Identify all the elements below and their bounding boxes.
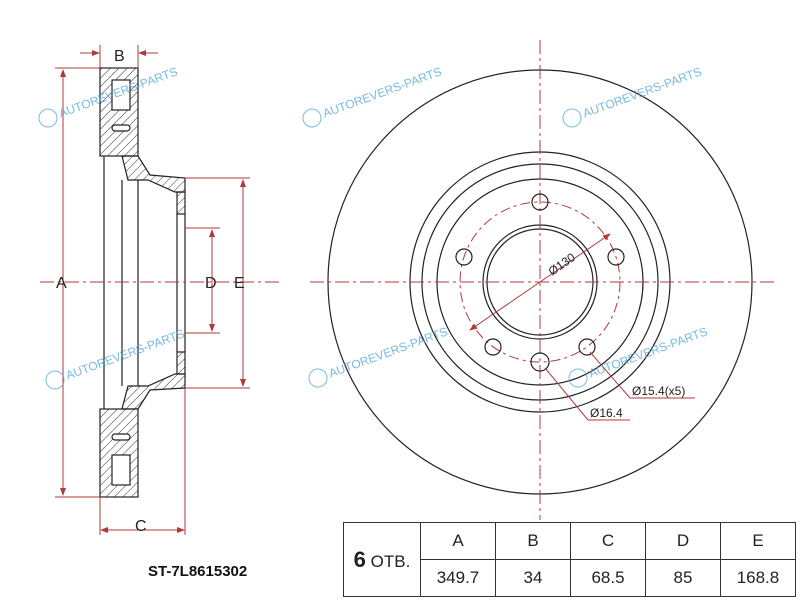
value-a: 349.7 xyxy=(420,559,496,597)
front-view xyxy=(310,40,775,520)
svg-text:AUTOREVERS-PARTS: AUTOREVERS-PARTS xyxy=(587,324,710,380)
dimensions-table: 6 ОТВ. A B C D E 349.7 34 68.5 85 168.8 xyxy=(343,522,796,597)
bolt-hole-label: Ø15.4(x5) xyxy=(632,384,685,398)
svg-text:AUTOREVERS-PARTS: AUTOREVERS-PARTS xyxy=(321,64,444,120)
dim-label-b: B xyxy=(114,48,125,65)
dim-label-c: C xyxy=(135,518,147,535)
header-a: A xyxy=(420,522,496,560)
bolt-circle-label: Ø130 xyxy=(546,250,578,278)
center-hole-label: Ø16.4 xyxy=(590,406,623,420)
dim-label-a: A xyxy=(56,275,67,292)
svg-text:AUTOREVERS-PARTS: AUTOREVERS-PARTS xyxy=(64,326,187,382)
value-b: 34 xyxy=(495,559,571,597)
holes-count-cell: 6 ОТВ. xyxy=(343,522,421,597)
dim-label-e: E xyxy=(234,275,245,292)
value-d: 85 xyxy=(645,559,721,597)
side-dimensions xyxy=(40,45,280,535)
side-section-view xyxy=(99,67,186,498)
part-number: ST-7L8615302 xyxy=(148,563,248,580)
header-e: E xyxy=(720,522,796,560)
header-b: B xyxy=(495,522,571,560)
header-d: D xyxy=(645,522,721,560)
value-c: 68.5 xyxy=(570,559,646,597)
value-e: 168.8 xyxy=(720,559,796,597)
dim-label-d: D xyxy=(205,275,217,292)
svg-text:AUTOREVERS-PARTS: AUTOREVERS-PARTS xyxy=(581,64,704,120)
header-c: C xyxy=(570,522,646,560)
